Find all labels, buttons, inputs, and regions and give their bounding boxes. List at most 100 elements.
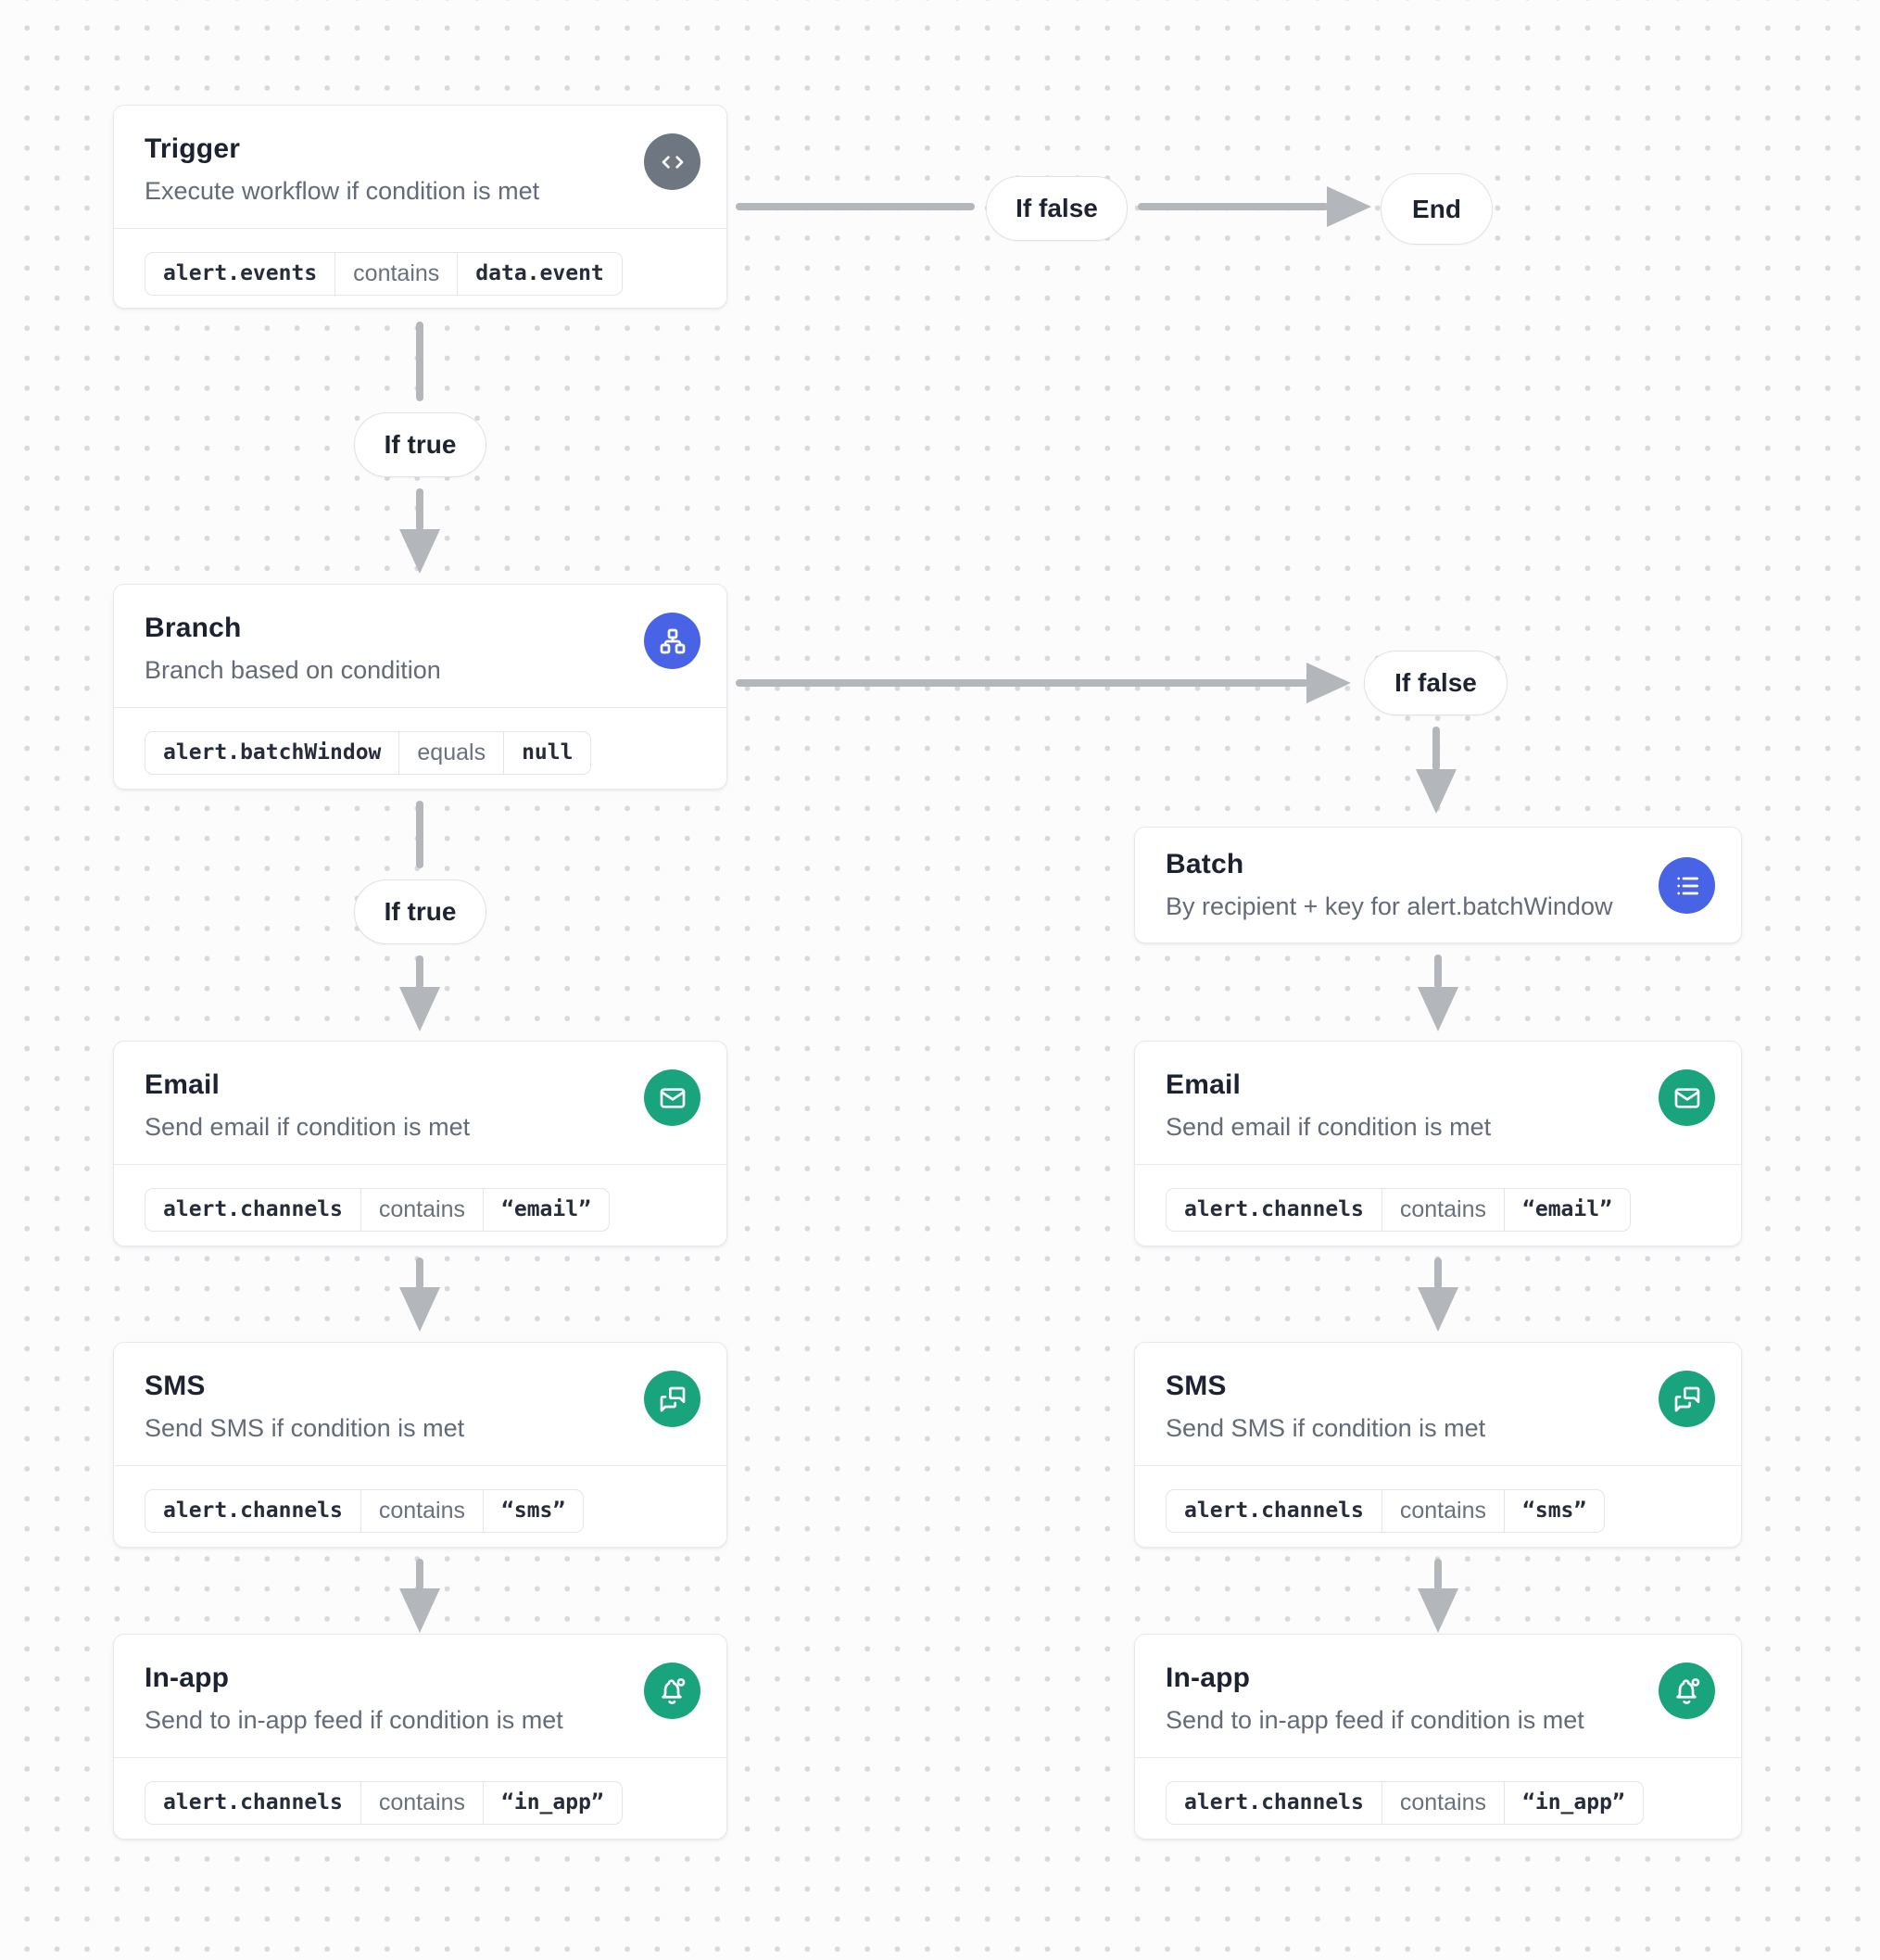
node-header: SMS Send SMS if condition is met xyxy=(114,1343,726,1465)
node-trigger[interactable]: Trigger Execute workflow if condition is… xyxy=(113,105,727,309)
edge-line xyxy=(1432,727,1440,771)
arrowhead xyxy=(1306,663,1351,703)
condition-row: alert.channels contains “sms” xyxy=(114,1464,726,1556)
edge-line xyxy=(416,1559,423,1590)
arrowhead xyxy=(1418,987,1458,1031)
edge-label-text: If true xyxy=(384,897,457,926)
node-branch[interactable]: Branch Branch based on condition alert.b… xyxy=(113,584,727,790)
condition-lhs: alert.channels xyxy=(163,1498,343,1524)
node-title: In-app xyxy=(1166,1663,1251,1693)
node-header: Batch By recipient + key for alert.batch… xyxy=(1135,828,1741,943)
condition-row: alert.channels contains “in_app” xyxy=(1135,1756,1741,1848)
condition-operator: contains xyxy=(1381,1781,1505,1824)
arrowhead xyxy=(399,1588,440,1633)
node-title: Branch xyxy=(145,613,242,643)
condition-rhs: “email” xyxy=(1522,1197,1612,1222)
arrowhead xyxy=(399,1287,440,1332)
edge-line xyxy=(416,322,423,401)
condition-rhs: “sms” xyxy=(1522,1498,1587,1524)
condition-operator: contains xyxy=(360,1188,484,1231)
edge-line xyxy=(1434,1258,1442,1289)
node-subtitle: Send email if condition is met xyxy=(145,1113,471,1141)
condition-lhs: alert.batchWindow xyxy=(163,740,382,765)
node-subtitle: By recipient + key for alert.batchWindow xyxy=(1166,892,1613,920)
node-subtitle: Send to in-app feed if condition is met xyxy=(1166,1706,1584,1734)
condition-rhs: null xyxy=(522,740,574,765)
node-title: Trigger xyxy=(145,133,241,164)
edge-label-text: If true xyxy=(384,430,457,459)
end-node[interactable]: End xyxy=(1381,173,1493,245)
messages-icon xyxy=(1659,1371,1715,1427)
condition-pill[interactable]: alert.batchWindow equals null xyxy=(145,730,592,775)
node-sms-left[interactable]: SMS Send SMS if condition is met alert.c… xyxy=(113,1342,727,1548)
arrowhead xyxy=(1418,1287,1458,1332)
condition-row: alert.channels contains “sms” xyxy=(1135,1464,1741,1556)
node-subtitle: Send email if condition is met xyxy=(1166,1113,1492,1141)
condition-lhs: alert.channels xyxy=(163,1197,343,1222)
edge-line xyxy=(416,801,423,868)
node-batch[interactable]: Batch By recipient + key for alert.batch… xyxy=(1134,827,1742,943)
node-subtitle: Send SMS if condition is met xyxy=(145,1414,465,1442)
node-header: Email Send email if condition is met xyxy=(1135,1042,1741,1164)
condition-row: alert.channels contains “email” xyxy=(1135,1163,1741,1255)
edge-line xyxy=(416,1258,423,1289)
condition-rhs: “in_app” xyxy=(501,1790,604,1815)
condition-pill[interactable]: alert.channels contains “in_app” xyxy=(1166,1780,1644,1825)
arrowhead xyxy=(1418,1588,1458,1633)
bell-dot-icon xyxy=(644,1663,700,1719)
node-header: SMS Send SMS if condition is met xyxy=(1135,1343,1741,1465)
edge-line xyxy=(1138,203,1329,210)
condition-pill[interactable]: alert.channels contains “in_app” xyxy=(145,1780,623,1825)
node-in-app-left[interactable]: In-app Send to in-app feed if condition … xyxy=(113,1634,727,1840)
list-icon xyxy=(1659,857,1715,914)
condition-row: alert.events contains data.event xyxy=(114,227,726,319)
edge-label-if-true-trigger[interactable]: If true xyxy=(354,412,486,477)
edge-line xyxy=(736,679,1308,687)
node-sms-right[interactable]: SMS Send SMS if condition is met alert.c… xyxy=(1134,1342,1742,1548)
sitemap-icon xyxy=(644,613,700,669)
node-header: In-app Send to in-app feed if condition … xyxy=(114,1635,726,1757)
arrowhead xyxy=(1416,769,1457,814)
condition-operator: contains xyxy=(360,1781,484,1824)
condition-rhs: “in_app” xyxy=(1522,1790,1625,1815)
condition-lhs: alert.channels xyxy=(1184,1197,1364,1222)
condition-lhs: alert.channels xyxy=(163,1790,343,1815)
edge-label-if-true-branch[interactable]: If true xyxy=(354,879,486,944)
node-subtitle: Branch based on condition xyxy=(145,656,441,684)
edge-label-text: End xyxy=(1412,194,1461,223)
edge-label-text: If false xyxy=(1016,194,1098,222)
condition-rhs: “email” xyxy=(501,1197,591,1222)
node-title: Email xyxy=(145,1069,221,1100)
node-title: Email xyxy=(1166,1069,1242,1100)
node-title: In-app xyxy=(145,1663,230,1693)
edge-label-if-false-trigger[interactable]: If false xyxy=(986,176,1128,241)
arrowhead xyxy=(399,987,440,1031)
node-header: Branch Branch based on condition xyxy=(114,585,726,707)
edge-label-if-false-branch[interactable]: If false xyxy=(1364,651,1508,715)
node-email-right[interactable]: Email Send email if condition is met ale… xyxy=(1134,1041,1742,1246)
node-in-app-right[interactable]: In-app Send to in-app feed if condition … xyxy=(1134,1634,1742,1840)
node-subtitle: Send to in-app feed if condition is met xyxy=(145,1706,563,1734)
node-title: Batch xyxy=(1166,849,1244,879)
arrowhead xyxy=(399,529,440,574)
condition-pill[interactable]: alert.channels contains “email” xyxy=(145,1187,610,1232)
node-title: SMS xyxy=(145,1371,206,1401)
edge-line xyxy=(416,488,423,531)
condition-pill[interactable]: alert.channels contains “email” xyxy=(1166,1187,1631,1232)
condition-pill[interactable]: alert.channels contains “sms” xyxy=(145,1488,585,1533)
mail-icon xyxy=(1659,1069,1715,1126)
edge-line xyxy=(416,955,423,989)
node-header: Trigger Execute workflow if condition is… xyxy=(114,106,726,228)
edge-label-text: If false xyxy=(1394,668,1477,697)
condition-pill[interactable]: alert.events contains data.event xyxy=(145,251,623,296)
bell-dot-icon xyxy=(1659,1663,1715,1719)
condition-pill[interactable]: alert.channels contains “sms” xyxy=(1166,1488,1606,1533)
edge-line xyxy=(1434,1559,1442,1590)
condition-rhs: data.event xyxy=(475,261,604,286)
condition-lhs: alert.events xyxy=(163,261,318,286)
condition-operator: contains xyxy=(334,252,459,295)
condition-operator: equals xyxy=(398,731,505,774)
node-email-left[interactable]: Email Send email if condition is met ale… xyxy=(113,1041,727,1246)
node-subtitle: Execute workflow if condition is met xyxy=(145,177,540,205)
condition-row: alert.channels contains “in_app” xyxy=(114,1756,726,1848)
